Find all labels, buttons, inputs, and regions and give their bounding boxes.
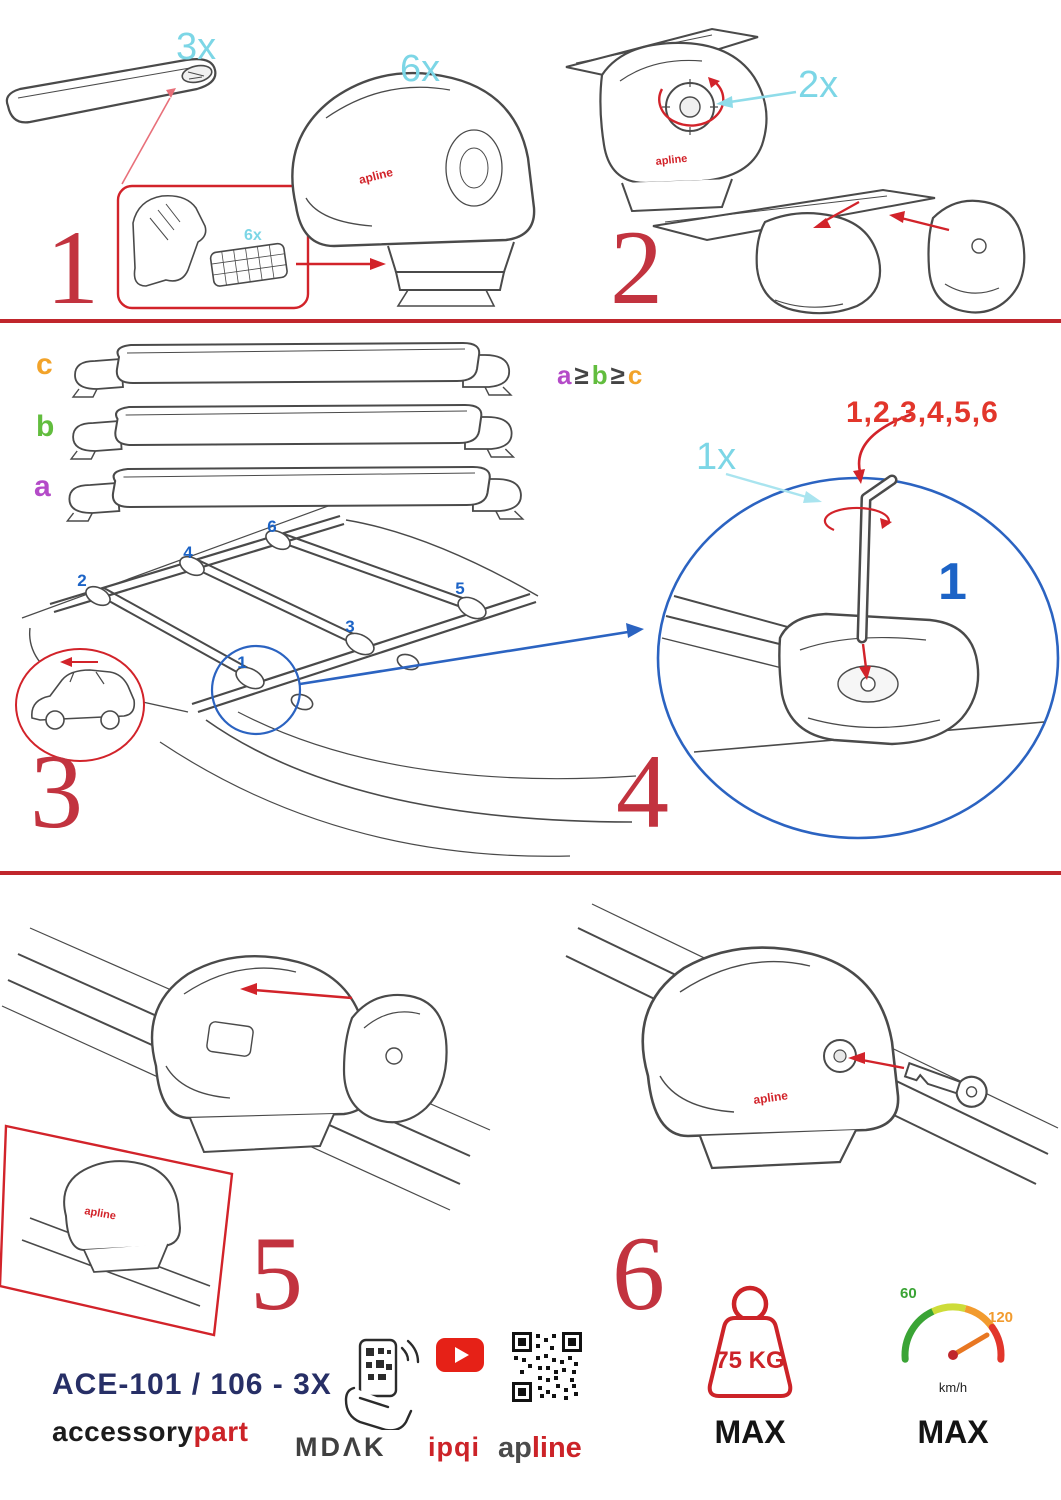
apline-logo-line: line xyxy=(531,1432,582,1464)
rule-a: a xyxy=(557,360,573,390)
rule-ge-1: ≥ xyxy=(574,360,590,390)
pad-inset-box: 6x xyxy=(116,184,386,310)
youtube-icon xyxy=(436,1338,484,1372)
qr-code xyxy=(512,1332,582,1402)
step6-drawing: apline xyxy=(565,903,1059,1185)
detail-arrow xyxy=(299,623,644,686)
step4-detail-drawing xyxy=(656,412,1060,840)
position-5: 5 xyxy=(455,579,464,598)
step-1-number: 1 xyxy=(46,209,99,326)
weight-value: 75 KG xyxy=(715,1347,784,1374)
key-arrow xyxy=(848,1052,905,1070)
step-4-number: 4 xyxy=(616,733,669,850)
locked-inset: apline xyxy=(0,1124,234,1337)
arrow-2x xyxy=(716,90,797,108)
model-code: ACE-101 / 106 - 3X xyxy=(52,1368,332,1401)
pointer-line-bar xyxy=(121,88,176,185)
apline-sticker: apline xyxy=(83,1205,116,1222)
slide-arrow xyxy=(240,983,353,1000)
car-inset xyxy=(15,648,145,762)
step-2-number: 2 xyxy=(610,209,663,326)
crossbar-size-c xyxy=(72,342,512,398)
foot-drawing-step1: apline xyxy=(291,71,536,307)
foot-knob-drawing: apline xyxy=(565,27,768,213)
weight-limit-icon: 75 KG xyxy=(707,1285,793,1398)
weight-max-label: MAX xyxy=(714,1414,786,1450)
speed-high: 120 xyxy=(988,1309,1013,1326)
roof-layout-drawing: 2 4 6 1 3 5 xyxy=(15,505,644,857)
bar-quantity: 3x xyxy=(176,26,217,68)
phone-qr-icon xyxy=(344,1338,420,1430)
section-divider-1 xyxy=(0,319,1061,323)
size-rule: a≥b≥c xyxy=(556,360,644,391)
apline-logo: apline xyxy=(498,1432,582,1465)
position-6: 6 xyxy=(267,517,276,536)
position-1: 1 xyxy=(237,653,246,672)
endcap-part xyxy=(927,199,1026,314)
section-divider-2 xyxy=(0,871,1061,875)
key-quantity: 1x xyxy=(696,436,737,478)
apline-sticker: apline xyxy=(655,153,688,168)
step1-drawing: 6x apline xyxy=(5,58,536,310)
rule-c: c xyxy=(627,360,644,390)
step-3-number: 3 xyxy=(30,733,83,850)
cover-part xyxy=(342,993,448,1124)
sequence-arrow xyxy=(853,412,913,484)
position-3: 3 xyxy=(345,617,354,636)
accessorypart-black: accessory xyxy=(52,1416,194,1447)
endcap-install-drawing xyxy=(652,188,1026,315)
crossbar-size-b xyxy=(70,403,515,461)
speed-unit: km/h xyxy=(939,1380,967,1395)
size-label-a: a xyxy=(34,470,51,503)
arrow-1x xyxy=(725,472,822,503)
size-label-c: c xyxy=(36,348,53,381)
speed-limit-icon: 60 120 km/h xyxy=(900,1285,1013,1395)
foot-drawing-step5 xyxy=(150,954,372,1154)
position-4: 4 xyxy=(183,543,193,562)
apline-sticker: apline xyxy=(752,1088,789,1107)
rotate-arrow xyxy=(823,506,892,532)
key-drawing xyxy=(903,1061,988,1108)
foot-top-view xyxy=(778,612,980,746)
size-label-b: b xyxy=(36,410,55,443)
tightening-sequence: 1,2,3,4,5,6 xyxy=(846,396,999,429)
tighten-arrow xyxy=(859,643,871,680)
foot-drawing-step6: apline xyxy=(641,946,900,1170)
foot1-highlight-circle xyxy=(210,644,302,736)
position-1-callout: 1 xyxy=(938,553,967,611)
allen-key-drawing xyxy=(856,474,898,644)
step-5-number: 5 xyxy=(250,1215,303,1332)
rubber-pad-drawing xyxy=(209,242,288,287)
position-2: 2 xyxy=(77,571,86,590)
crossbar-tube-drawing xyxy=(5,58,217,124)
gauge-needle xyxy=(950,1332,990,1358)
step5-drawing: apline xyxy=(0,927,491,1337)
pad-quantity: 6x xyxy=(244,227,262,244)
mdak-logo: MDΛK xyxy=(295,1432,387,1462)
ipqi-logo: ipqi xyxy=(428,1432,480,1462)
rule-ge-2: ≥ xyxy=(610,360,626,390)
rule-b: b xyxy=(591,360,609,390)
accessorypart-red: part xyxy=(193,1416,249,1447)
accessorypart-logo: accessorypart xyxy=(52,1416,248,1448)
foot-quantity: 6x xyxy=(400,48,441,90)
knob-quantity: 2x xyxy=(798,64,839,106)
step2-drawing: apline xyxy=(565,27,1026,315)
speed-low: 60 xyxy=(900,1285,917,1302)
apline-logo-ap: ap xyxy=(498,1432,532,1464)
step-6-number: 6 xyxy=(612,1215,665,1332)
speed-max-label: MAX xyxy=(917,1414,989,1450)
